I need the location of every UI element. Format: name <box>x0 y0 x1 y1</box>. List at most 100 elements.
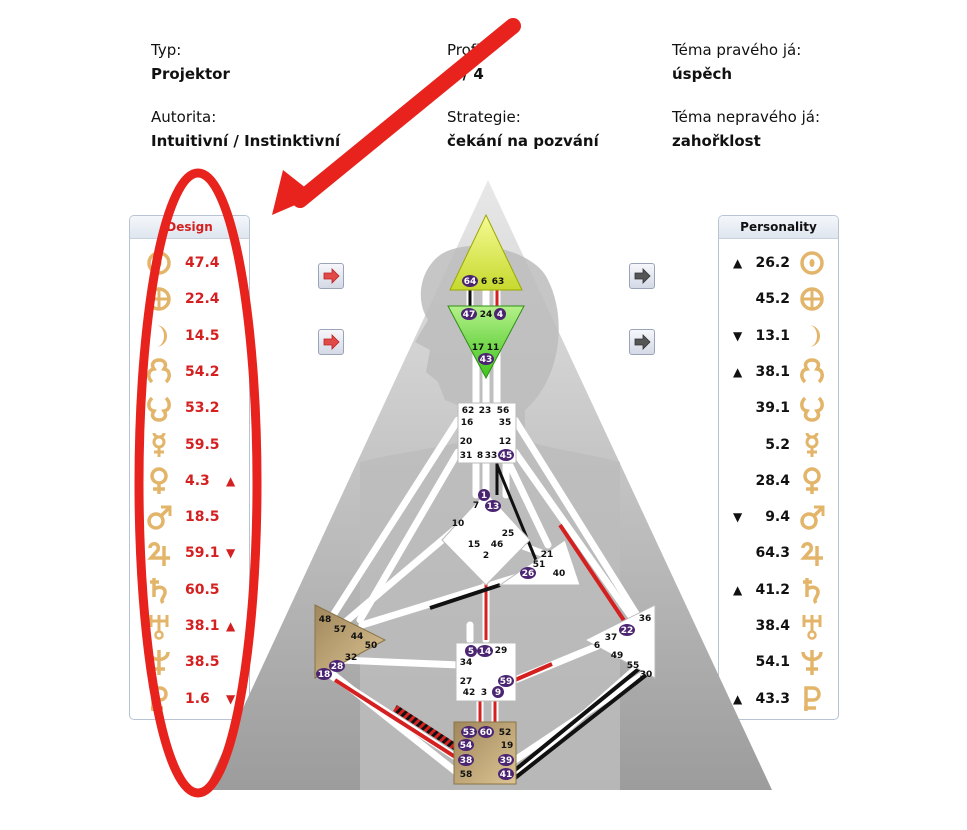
active-gate: 22 <box>619 624 635 636</box>
personality-sun-arrow-button[interactable] <box>629 263 655 289</box>
active-gate: 28 <box>329 660 345 672</box>
type-block: Typ: Projektor <box>151 40 230 84</box>
personality-row: 38.1▲ <box>719 355 838 391</box>
svg-text:41: 41 <box>500 770 513 780</box>
position-value: 41.2 <box>755 581 790 598</box>
true-theme-value: úspěch <box>672 65 733 83</box>
neptune-icon <box>799 647 825 677</box>
exalted-arrow-icon: ▲ <box>733 256 743 270</box>
active-gate: 47 <box>461 308 477 320</box>
svg-text:47: 47 <box>463 310 476 320</box>
false-theme-block: Téma nepravého já: zahořklost <box>672 107 820 151</box>
personality-title: Personality <box>719 216 838 239</box>
annotation-arrow <box>292 18 521 208</box>
authority-value: Intuitivní / Instinktivní <box>151 132 341 150</box>
gate-label: 19 <box>501 741 514 751</box>
gate-label: 15 <box>468 540 481 550</box>
uranus-icon <box>799 611 825 641</box>
design-row: 18.5 <box>130 500 249 536</box>
svg-text:4: 4 <box>497 310 503 320</box>
design-moon-arrow-button[interactable] <box>318 329 344 355</box>
gate-label: 33 <box>485 451 498 461</box>
gate-label: 12 <box>499 437 512 447</box>
active-gate: 18 <box>316 668 332 680</box>
design-sun-arrow-button[interactable] <box>318 263 344 289</box>
svg-text:43: 43 <box>480 355 493 365</box>
mars-icon <box>799 502 825 532</box>
design-row: 59.1▼ <box>130 536 249 572</box>
position-value: 39.1 <box>755 400 790 417</box>
detriment-arrow-icon: ▼ <box>226 691 236 706</box>
jupiter-icon <box>799 538 825 568</box>
false-theme-value: zahořklost <box>672 132 761 150</box>
strategy-block: Strategie: čekání na pozvání <box>447 107 599 151</box>
position-value: 4.3 <box>185 472 210 489</box>
personality-moon-arrow-button[interactable] <box>629 329 655 355</box>
active-gate: 38 <box>458 754 474 766</box>
active-gate: 54 <box>458 739 474 751</box>
annotation-overlay <box>134 18 521 798</box>
detriment-arrow-icon: ▼ <box>733 328 743 343</box>
gate-label: 23 <box>479 406 492 416</box>
sun-icon <box>799 248 825 278</box>
gate-label: 46 <box>491 540 504 550</box>
active-gate: 14 <box>477 645 493 657</box>
strategy-label: Strategie: <box>447 108 521 126</box>
design-row: 59.5 <box>130 428 249 464</box>
active-gate: 41 <box>498 768 514 780</box>
position-value: 60.5 <box>185 581 220 598</box>
gate-label: 10 <box>452 519 465 529</box>
svg-text:5: 5 <box>468 647 474 657</box>
active-gate: 60 <box>478 726 494 738</box>
position-value: 38.4 <box>755 618 790 634</box>
svg-text:26: 26 <box>522 569 535 579</box>
position-value: 13.1 <box>755 327 790 344</box>
gate-label: 50 <box>365 641 378 651</box>
svg-text:45: 45 <box>500 451 513 461</box>
gate-label: 44 <box>351 632 364 642</box>
design-row: 14.5 <box>130 319 249 355</box>
position-value: 64.3 <box>755 545 790 562</box>
uranus-icon <box>146 611 172 641</box>
pluto-icon <box>799 684 825 714</box>
arrow-right-icon <box>323 334 340 350</box>
personality-row: 5.2 <box>719 428 838 464</box>
position-value: 43.3 <box>755 690 790 707</box>
arrow-right-icon <box>634 334 651 350</box>
personality-row: 64.3 <box>719 536 838 572</box>
active-gate: 1 <box>478 489 490 501</box>
gate-label: 52 <box>499 728 512 738</box>
gate-label: 31 <box>460 451 473 461</box>
position-value: 9.4 <box>765 509 790 526</box>
design-row: 53.2 <box>130 391 249 427</box>
active-gate: 59 <box>498 675 514 687</box>
design-row: 60.5 <box>130 573 249 609</box>
solar-plexus-center <box>583 604 656 679</box>
gate-label: 51 <box>533 560 546 570</box>
gate-label: 21 <box>541 550 554 560</box>
gate-label: 48 <box>319 615 332 625</box>
personality-row: 28.4 <box>719 464 838 500</box>
svg-text:28: 28 <box>331 662 344 672</box>
svg-text:38: 38 <box>460 756 473 766</box>
active-gate: 5 <box>465 645 477 657</box>
gate-label: 25 <box>502 529 515 539</box>
active-gate: 4 <box>494 308 506 320</box>
arrow-right-icon <box>323 268 340 284</box>
active-gate: 39 <box>498 754 514 766</box>
gate-label: 40 <box>553 569 566 579</box>
saturn-icon <box>146 575 172 605</box>
position-value: 59.5 <box>185 436 220 453</box>
active-gates: 64 47 4 43 45 1 13 26 22 5 14 59 9 28 18… <box>316 275 635 780</box>
active-gate: 43 <box>478 353 494 365</box>
exalted-arrow-icon: ▲ <box>226 473 236 488</box>
exalted-arrow-icon: ▲ <box>733 582 743 597</box>
gate-label: 57 <box>334 625 347 635</box>
personality-row: 13.1 ▼ <box>719 319 838 355</box>
gate-label: 3 <box>481 688 487 698</box>
saturn-icon <box>799 575 825 605</box>
personality-row: 9.4▼ <box>719 500 838 536</box>
gate-label: 56 <box>497 406 510 416</box>
